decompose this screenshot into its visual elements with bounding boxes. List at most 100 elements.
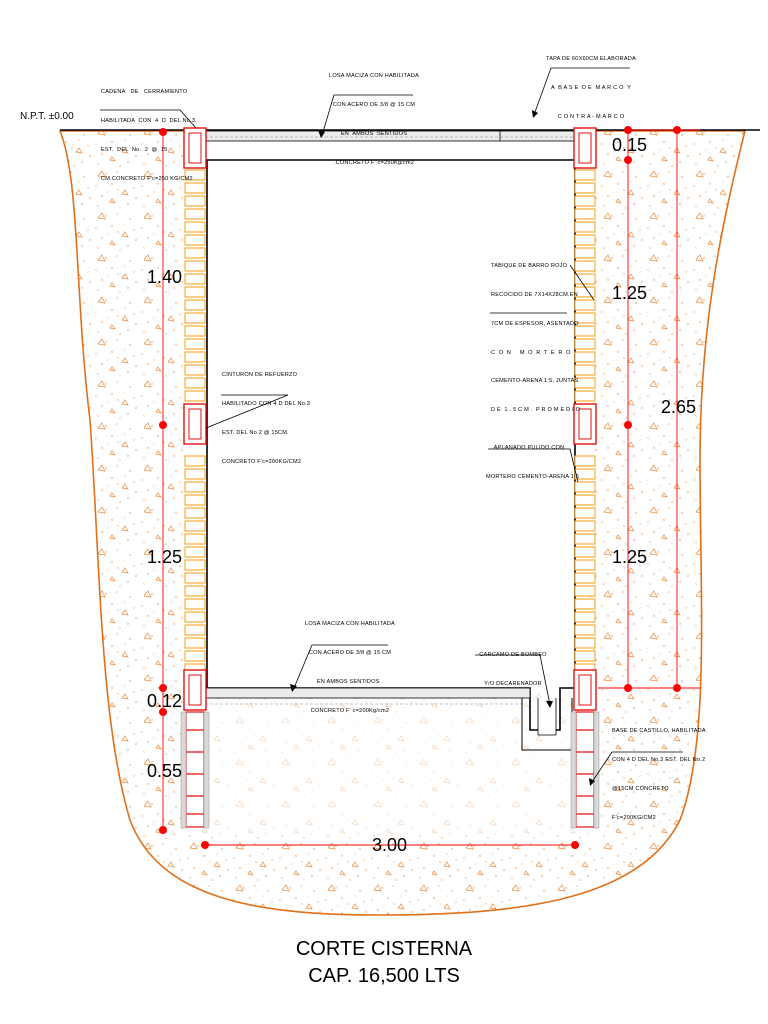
brick <box>184 247 206 259</box>
dim-width: 3.00 <box>372 835 408 855</box>
note-pump: CARCAMO DE BOMBEO Y/O DECARENADOR <box>479 652 547 687</box>
brick <box>574 260 596 272</box>
brick <box>574 546 596 558</box>
chain-top-right <box>573 127 597 169</box>
note-top-slab: LOSA MACIZA CON HABILITADA CON ACERO DE … <box>329 73 419 166</box>
brick <box>574 221 596 233</box>
leader-lines <box>100 67 683 783</box>
note-bottom-slab: LOSA MACIZA CON HABILITADA CON ACERO DE … <box>305 621 395 714</box>
brick <box>574 169 596 181</box>
brick <box>184 507 206 519</box>
chain-top-left <box>183 127 207 169</box>
dim-left-footing: 0.55 <box>147 761 183 781</box>
belt-left <box>183 403 207 445</box>
dim-ticks <box>159 126 681 849</box>
brick <box>184 611 206 623</box>
brick <box>574 325 596 337</box>
brick <box>574 390 596 402</box>
dim-left-slab: 0.12 <box>147 691 183 711</box>
brick <box>574 377 596 389</box>
brick <box>574 533 596 545</box>
brick <box>574 195 596 207</box>
brick <box>184 585 206 597</box>
brick <box>184 208 206 220</box>
brick <box>184 273 206 285</box>
npt-label: N.P.T. ±0.00 <box>20 111 74 122</box>
brick <box>184 455 206 467</box>
belt-right <box>573 403 597 445</box>
note-wall: TABIQUE DE BARRO ROJO RECOCIDO DE 7X14X2… <box>491 263 581 414</box>
brick <box>184 169 206 181</box>
left-brick-wall <box>184 169 206 675</box>
brick <box>574 182 596 194</box>
dim-right-lower: 1.25 <box>612 547 648 567</box>
drawing-title-line2: CAP. 16,500 LTS <box>308 965 460 987</box>
brick <box>574 650 596 662</box>
brick <box>184 377 206 389</box>
brick <box>574 598 596 610</box>
brick <box>184 286 206 298</box>
dim-left-upper: 1.40 <box>147 267 183 287</box>
brick <box>574 611 596 623</box>
brick <box>574 273 596 285</box>
brick <box>184 364 206 376</box>
brick <box>574 637 596 649</box>
brick <box>184 624 206 636</box>
brick <box>574 338 596 350</box>
brick <box>184 598 206 610</box>
brick <box>574 572 596 584</box>
brick <box>574 559 596 571</box>
brick <box>574 624 596 636</box>
brick <box>574 299 596 311</box>
footing-right <box>575 711 595 828</box>
brick <box>184 390 206 402</box>
brick <box>184 299 206 311</box>
right-brick-wall <box>574 169 596 675</box>
brick <box>184 637 206 649</box>
dim-left-middle: 1.25 <box>147 547 183 567</box>
brick <box>574 208 596 220</box>
brick <box>184 533 206 545</box>
brick <box>184 351 206 363</box>
base-right <box>573 669 597 711</box>
brick <box>184 520 206 532</box>
dim-right-total: 2.65 <box>661 397 697 417</box>
brick <box>184 195 206 207</box>
brick <box>574 507 596 519</box>
leader-arrows <box>290 110 595 786</box>
note-top-chain: CADENA DE CERRAMIENTO HABILITADA CON 4 D… <box>101 89 197 182</box>
brick <box>574 364 596 376</box>
brick <box>574 351 596 363</box>
brick <box>184 312 206 324</box>
brick <box>184 325 206 337</box>
footing-left <box>185 711 205 828</box>
brick <box>184 494 206 506</box>
note-lid: TAPA DE 60X60CM ELABORADA A B A S E D E … <box>546 56 636 120</box>
note-plaster: APLANADO PULIDO CON MORTERO CEMENTO-AREN… <box>486 445 580 480</box>
brick <box>574 520 596 532</box>
brick <box>574 481 596 493</box>
brick <box>574 585 596 597</box>
brick <box>574 455 596 467</box>
brick <box>574 247 596 259</box>
brick <box>574 468 596 480</box>
brick <box>184 338 206 350</box>
note-column-base: BASE DE CASTILLO, HABILITADA CON 4 D DEL… <box>612 728 706 821</box>
brick <box>574 494 596 506</box>
brick <box>184 182 206 194</box>
brick <box>574 312 596 324</box>
brick <box>184 546 206 558</box>
brick <box>574 234 596 246</box>
tank-interior <box>185 131 590 691</box>
brick <box>184 559 206 571</box>
base-left <box>183 669 207 711</box>
note-belt: CINTURON DE REFUERZO HABILITADO CON 4 D … <box>222 372 311 465</box>
brick <box>184 572 206 584</box>
brick <box>184 234 206 246</box>
brick <box>184 260 206 272</box>
dim-right-top: 0.15 <box>612 135 648 155</box>
brick <box>184 481 206 493</box>
brick <box>184 221 206 233</box>
dim-right-upper: 1.25 <box>612 283 648 303</box>
